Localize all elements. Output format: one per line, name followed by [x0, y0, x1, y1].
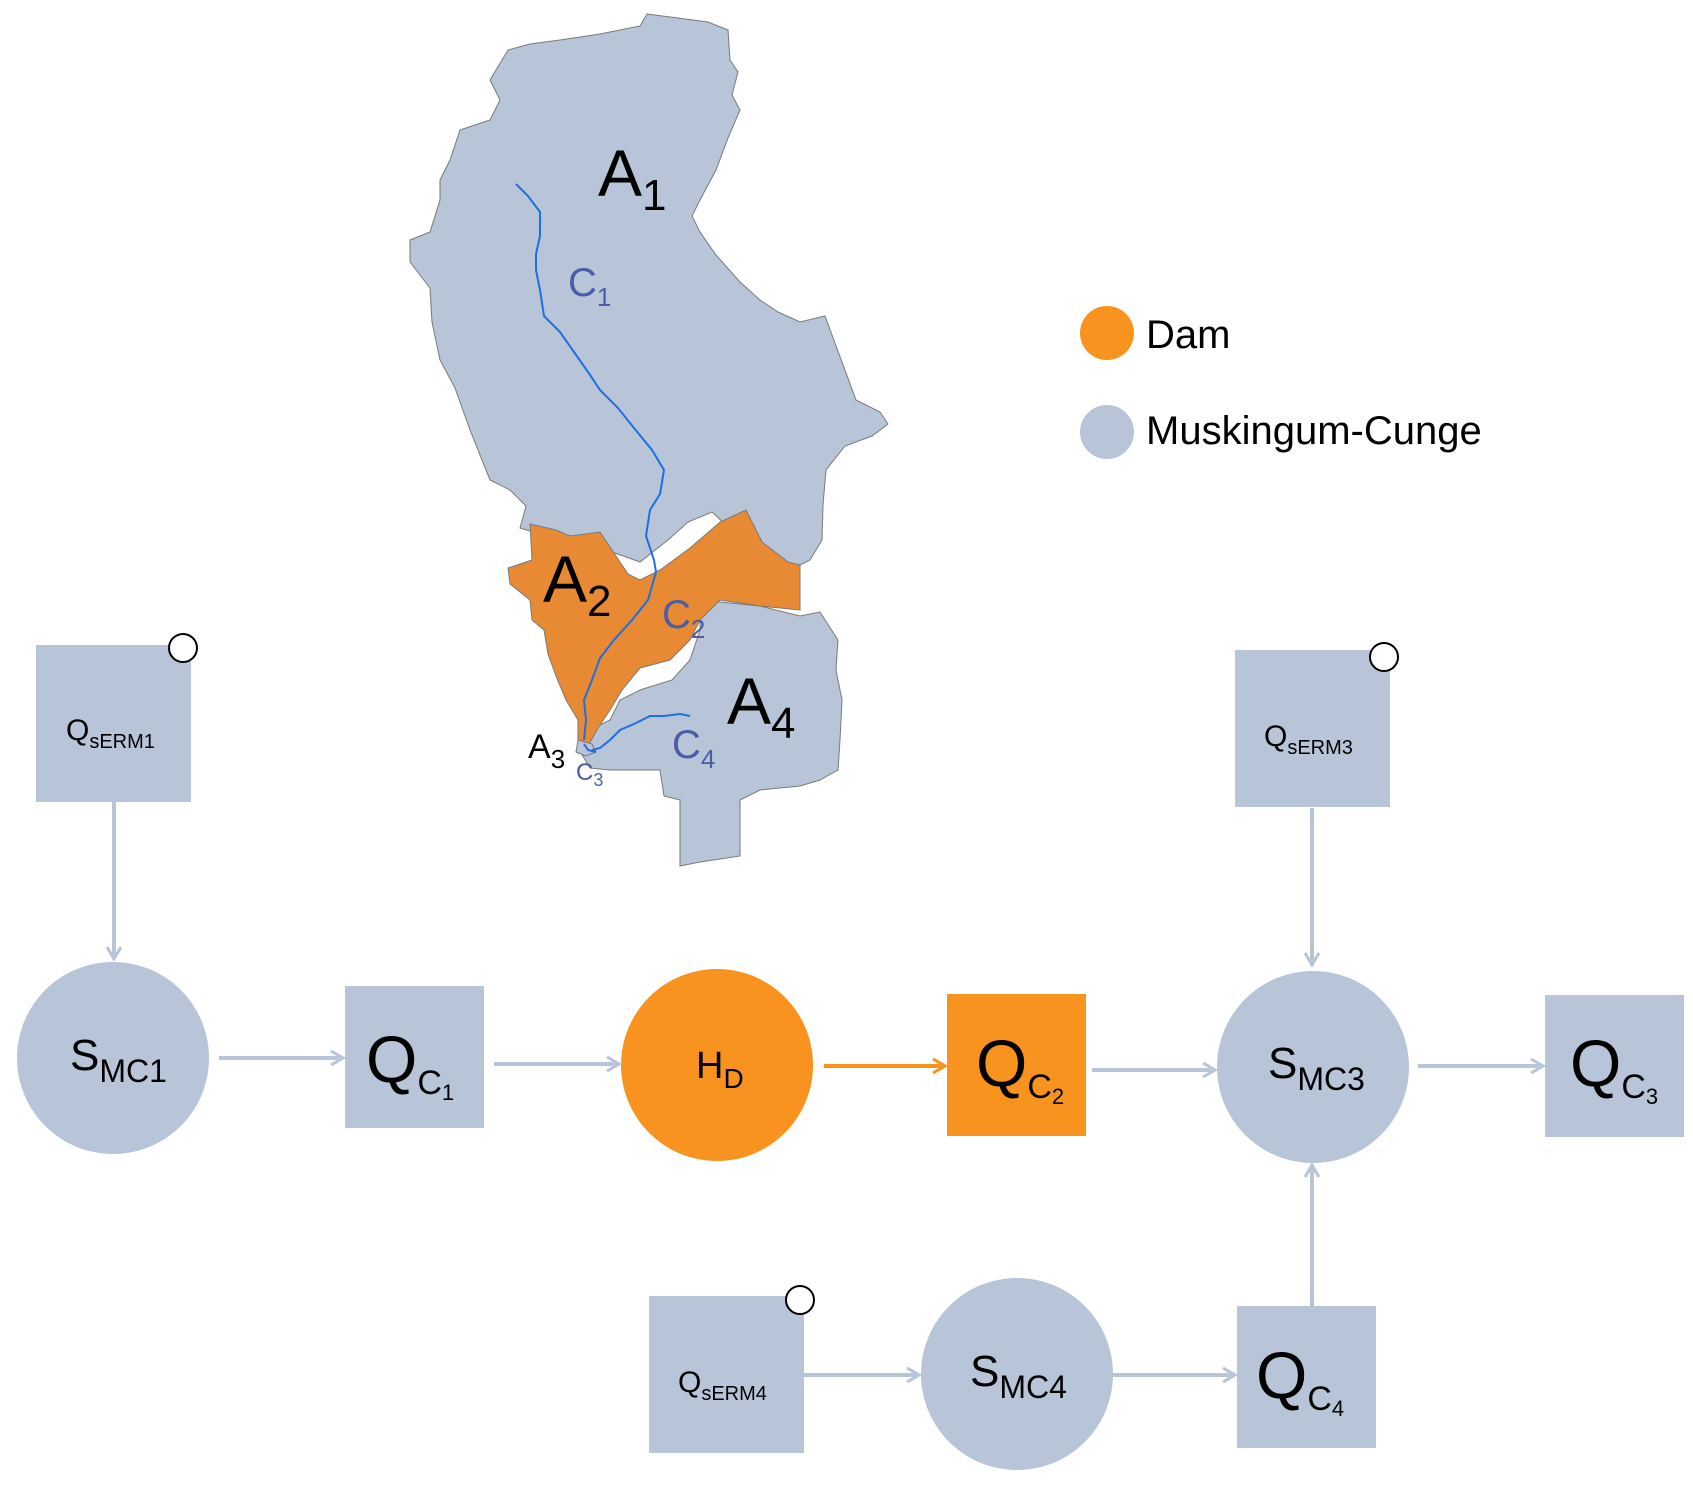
node-qc3[interactable]: QC3: [1545, 995, 1684, 1137]
status-dot-qserm3: [1369, 642, 1399, 672]
channel-c2-line: [582, 571, 657, 741]
node-hd[interactable]: HD: [621, 969, 813, 1161]
node-qc4-box: [1237, 1306, 1376, 1448]
node-qserm3-box: [1235, 650, 1390, 807]
label-c4: C4: [672, 723, 715, 774]
label-a2: A2: [543, 542, 612, 626]
node-qc2-label: QC2: [976, 1026, 1064, 1109]
legend-dam-swatch: [1080, 306, 1134, 360]
node-smc1-circle: [17, 962, 209, 1154]
node-smc1[interactable]: SMC1: [17, 962, 209, 1154]
legend-muskingum-label: Muskingum-Cunge: [1146, 409, 1482, 453]
node-qserm4-label: QsERM4: [678, 1366, 767, 1405]
status-dot-qserm4: [785, 1285, 815, 1315]
label-a1: A1: [598, 136, 667, 220]
legend-muskingum-swatch: [1080, 405, 1134, 459]
node-qc4[interactable]: QC4: [1237, 1306, 1376, 1448]
channel-c1-line: [515, 183, 666, 573]
channel-c3-line: [583, 743, 597, 753]
node-qserm4[interactable]: QsERM4: [649, 1285, 815, 1453]
node-qc1-label: QC1: [366, 1022, 454, 1105]
legend: Dam Muskingum-Cunge: [1080, 306, 1482, 459]
node-qc2[interactable]: QC2: [947, 994, 1086, 1136]
channel-c4-line: [591, 712, 691, 751]
subbasin-a1-shape: [409, 13, 889, 589]
node-smc3[interactable]: SMC3: [1217, 971, 1409, 1163]
node-qc3-label: QC3: [1570, 1026, 1658, 1109]
node-qc1-box: [345, 986, 484, 1128]
node-qserm1-label: QsERM1: [66, 714, 155, 753]
node-qserm4-box: [649, 1296, 804, 1453]
node-qserm1[interactable]: QsERM1: [36, 633, 198, 802]
label-a3: A3: [528, 728, 565, 774]
node-smc1-label: SMC1: [70, 1031, 167, 1089]
node-hd-circle: [621, 969, 813, 1161]
node-qc4-label: QC4: [1256, 1338, 1344, 1421]
label-c3: C3: [576, 759, 603, 790]
node-hd-label: HD: [696, 1045, 744, 1094]
node-qserm1-box: [36, 645, 191, 802]
label-a4: A4: [727, 664, 796, 748]
node-smc4-label: SMC4: [970, 1347, 1067, 1405]
node-smc4-circle: [921, 1278, 1113, 1470]
node-qserm3-label: QsERM3: [1264, 720, 1353, 759]
label-c2: C2: [662, 593, 705, 644]
node-smc3-circle: [1217, 971, 1409, 1163]
node-smc3-label: SMC3: [1268, 1039, 1365, 1097]
node-qc1[interactable]: QC1: [345, 986, 484, 1128]
watershed-map: A1 A2 A3 A4 C1 C2 C3 C4: [409, 13, 889, 867]
node-qc2-box: [947, 994, 1086, 1136]
subbasin-a4-shape: [577, 599, 843, 867]
node-qserm3[interactable]: QsERM3: [1235, 642, 1399, 807]
label-c1: C1: [568, 261, 611, 312]
node-qc3-box: [1545, 995, 1684, 1137]
legend-dam-label: Dam: [1146, 313, 1230, 357]
status-dot-qserm1: [168, 633, 198, 663]
node-smc4[interactable]: SMC4: [921, 1278, 1113, 1470]
connectors: [114, 802, 1542, 1375]
